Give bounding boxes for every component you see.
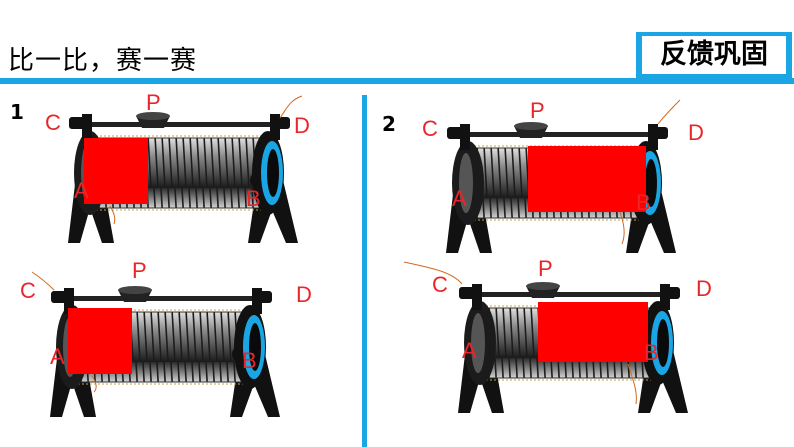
label-c: C [45,110,61,135]
rheostat-2-top [445,99,681,254]
section-badge-text: 反馈巩固 [642,36,786,74]
label-p: P [132,258,147,283]
label-p: P [146,90,161,115]
rheostat-1-bottom [31,271,281,418]
slider-block [528,146,646,212]
label-p: P [530,98,545,123]
label-c: C [432,272,448,297]
label-d: D [296,282,312,307]
label-d: D [688,120,704,145]
slider-block [538,302,648,362]
label-c: C [20,278,36,303]
panel-number-1: 1 [10,100,24,124]
label-c: C [422,116,438,141]
label-p: P [538,256,553,281]
header-rule [0,78,794,84]
label-b: B [242,348,257,373]
slider-block [68,308,132,374]
label-a: A [452,186,467,211]
rheostat-2-bottom [403,261,689,414]
label-b: B [636,190,651,215]
rheostat-1-top [67,95,303,244]
panel-divider [362,95,367,447]
label-d: D [294,113,310,138]
section-badge: 反馈巩固 [636,32,792,78]
slider-block [84,138,148,204]
label-d: D [696,276,712,301]
label-a: A [462,338,477,363]
label-a: A [50,344,65,369]
label-a: A [74,178,89,203]
panel-number-2: 2 [382,112,396,136]
slide-title: 比一比，赛一赛 [8,46,198,76]
label-b: B [644,340,659,365]
label-b: B [246,186,261,211]
